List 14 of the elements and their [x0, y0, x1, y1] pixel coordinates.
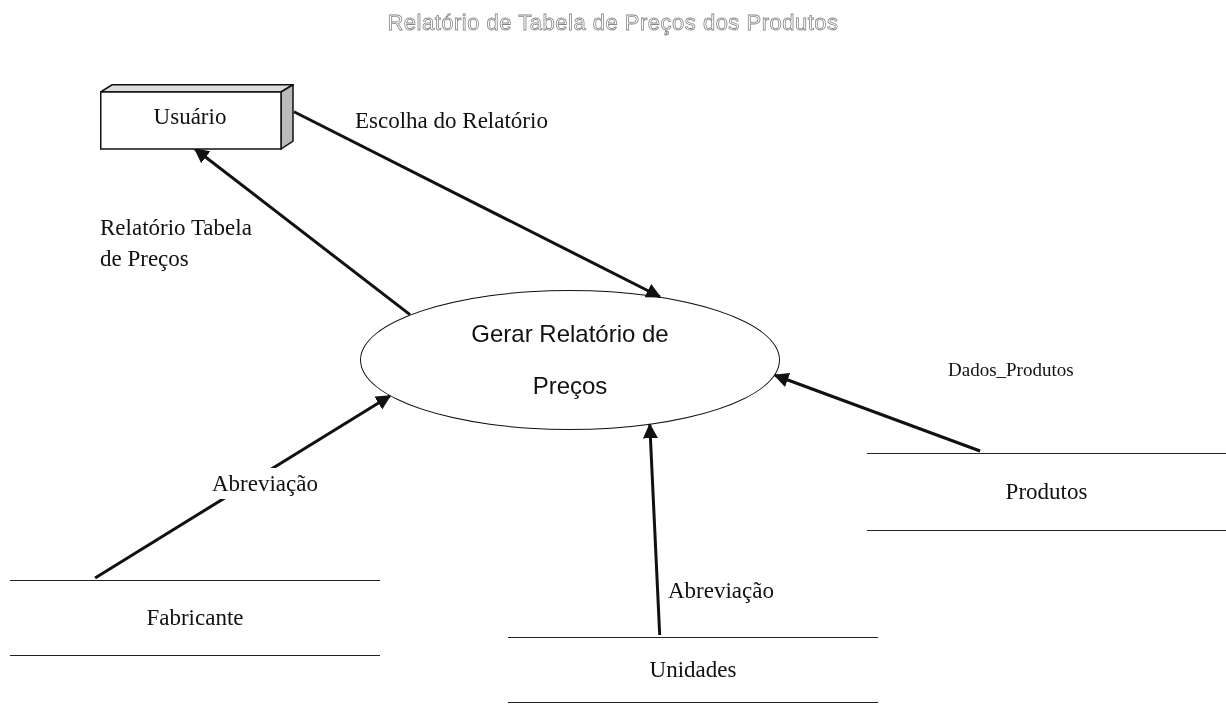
data-store — [867, 453, 1226, 531]
data-store-label: Produtos — [1005, 479, 1088, 505]
data-store-label: Fabricante — [146, 605, 244, 631]
arrow — [293, 110, 662, 299]
diagram-title: Relatório de Tabela de Preços dos Produtos — [386, 10, 840, 36]
entity-label: Usuário — [152, 103, 228, 131]
data-store — [508, 637, 878, 703]
external-entity-box — [100, 84, 294, 150]
process-label: Gerar Relatório de Preços — [470, 319, 670, 401]
data-store — [10, 580, 380, 656]
data-store-label: Unidades — [649, 657, 737, 683]
arrow — [642, 423, 662, 636]
edge-label: Abreviação — [212, 468, 318, 500]
arrow — [773, 372, 981, 453]
